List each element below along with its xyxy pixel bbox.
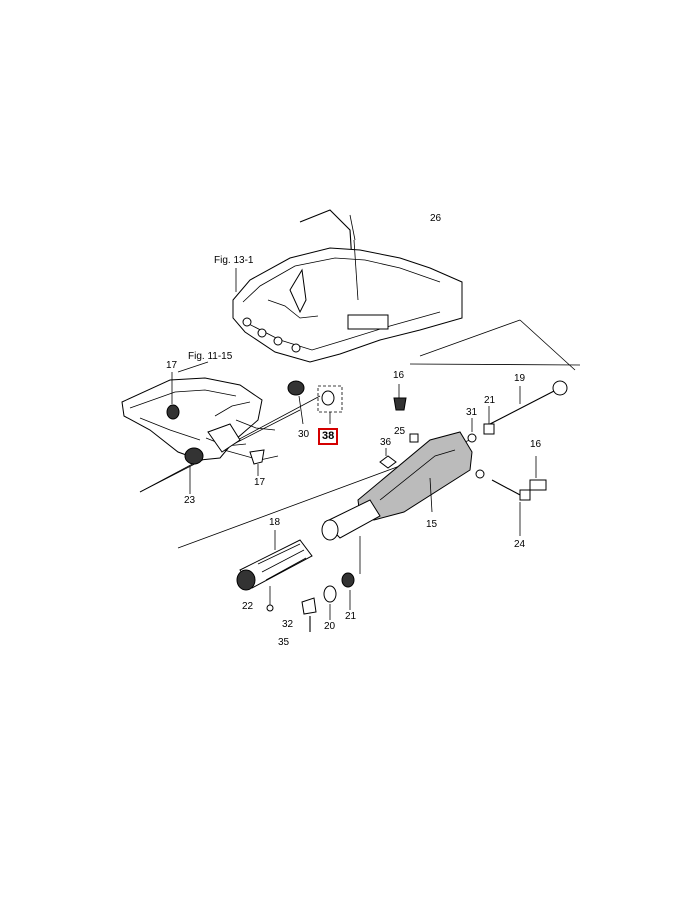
label-21-upper: 21 <box>484 395 496 406</box>
part-19-cable <box>489 380 568 425</box>
label-17-upper: 17 <box>166 360 178 371</box>
label-32: 32 <box>282 619 294 630</box>
part-38 <box>317 385 343 424</box>
label-26: 26 <box>430 213 442 224</box>
part-16-upper <box>393 384 407 411</box>
label-20: 20 <box>324 621 336 632</box>
label-16-lower: 16 <box>530 439 542 450</box>
label-15: 15 <box>426 519 438 530</box>
swivel-bracket <box>121 361 279 461</box>
part-23 <box>184 447 204 494</box>
bottom-cowling <box>232 209 463 363</box>
part-22-screw <box>266 586 274 612</box>
part-16-lower <box>529 456 547 491</box>
part-36 <box>379 448 397 469</box>
label-24: 24 <box>514 539 526 550</box>
part-30 <box>287 380 305 425</box>
label-35: 35 <box>278 637 290 648</box>
part-25 <box>409 433 419 443</box>
label-17-lower: 17 <box>254 477 266 488</box>
part-21-upper <box>483 406 495 435</box>
fig-13-1-reference: Fig. 13-1 <box>214 255 254 266</box>
part-21-lower <box>341 536 361 610</box>
part-24-bolt <box>475 469 531 536</box>
part-15-handle-bracket <box>321 431 473 541</box>
label-16-upper: 16 <box>393 370 405 381</box>
part-32 <box>301 597 317 615</box>
part-20 <box>323 585 337 620</box>
label-25: 25 <box>394 426 406 437</box>
label-22: 22 <box>242 601 254 612</box>
label-31: 31 <box>466 407 478 418</box>
part-18-grip <box>236 530 313 591</box>
label-21-lower: 21 <box>345 611 357 622</box>
part-31 <box>467 418 477 443</box>
fig-11-15-reference: Fig. 11-15 <box>188 351 233 362</box>
part-17-lower <box>249 449 265 476</box>
label-19: 19 <box>514 373 526 384</box>
part-17-upper <box>166 372 180 420</box>
label-38-highlighted: 38 <box>318 428 339 445</box>
label-36: 36 <box>380 437 392 448</box>
label-23: 23 <box>184 495 196 506</box>
label-30: 30 <box>298 429 310 440</box>
label-18: 18 <box>269 517 281 528</box>
